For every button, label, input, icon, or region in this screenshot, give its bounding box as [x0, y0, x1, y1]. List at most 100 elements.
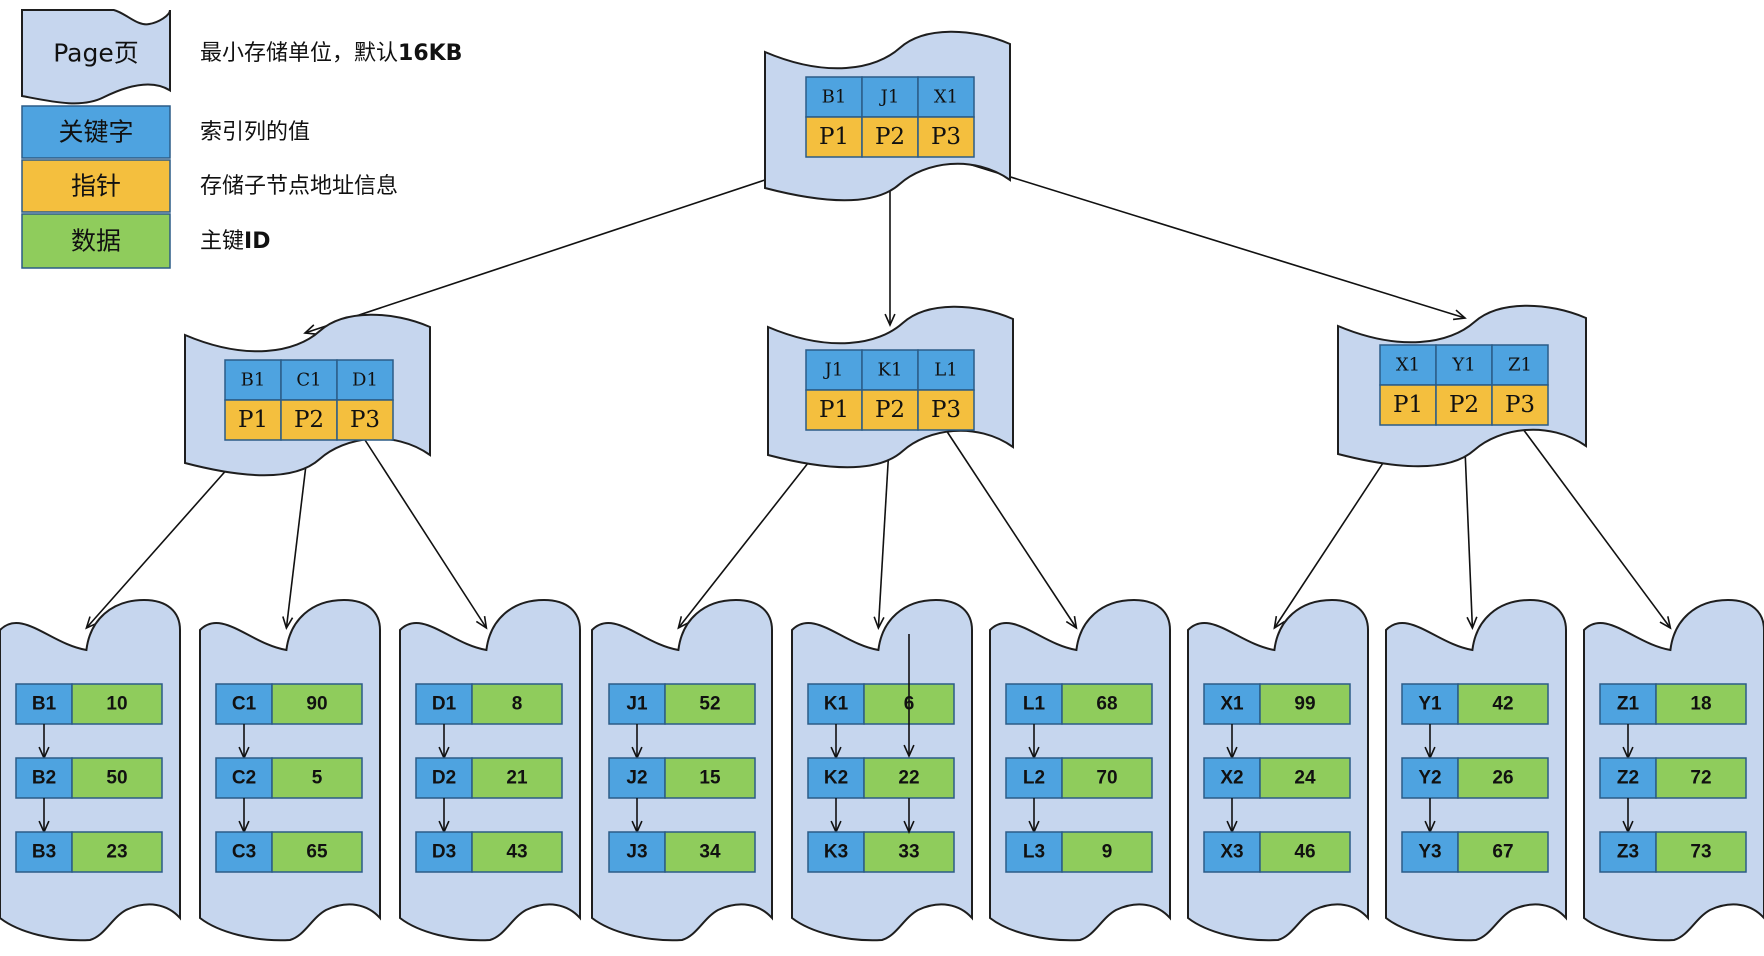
- legend-desc-text: 主键: [200, 229, 244, 254]
- pointer-label: P1: [1393, 392, 1423, 418]
- legend-data-label: 数据: [71, 227, 121, 256]
- leaf-key-cell: [15, 757, 73, 799]
- leaf-key-label: X2: [1220, 768, 1243, 789]
- legend-page-label: Page页: [53, 39, 139, 68]
- leaf-value-cell: [71, 757, 163, 799]
- key-label: D1: [352, 370, 378, 391]
- key-label: X1: [1396, 355, 1420, 376]
- leaf-value-label: 5: [312, 768, 323, 789]
- legend-ptr-label: 指针: [71, 172, 121, 201]
- legend-desc-text: 索引列的值: [200, 120, 310, 145]
- key-label: J1: [823, 360, 844, 381]
- key-cell: [861, 76, 919, 118]
- key-cell: [280, 359, 338, 401]
- leaf-key-label: D3: [432, 842, 456, 863]
- leaf-value-cell: [1655, 831, 1747, 873]
- leaf-key-cell: [415, 757, 473, 799]
- legend-key-swatch: [21, 105, 171, 159]
- key-label: K1: [878, 360, 903, 381]
- leaf-key-cell: [15, 683, 73, 725]
- leaf-value-label: 9: [1102, 842, 1113, 863]
- edge-root-to-internal-3: [945, 156, 1467, 321]
- tree-nodes: B1P1J1P2X1P3B1P1C1P2D1P3J1P1K1P2L1P3X1P1…: [0, 30, 1764, 942]
- leaf-key-cell: [608, 683, 666, 725]
- leaf-key-label: J2: [626, 768, 647, 789]
- leaf-value-label: 21: [506, 768, 528, 789]
- leaf-key-cell: [1005, 831, 1063, 873]
- pointer-cell: [805, 116, 863, 158]
- leaf-key-label: K2: [824, 768, 848, 789]
- pointer-label: P3: [350, 407, 380, 433]
- pointer-cell: [861, 389, 919, 431]
- pointer-label: P3: [1505, 392, 1535, 418]
- legend-key-label: 关键字: [58, 118, 133, 147]
- leaf-value-cell: [664, 831, 756, 873]
- leaf-key-cell: [215, 831, 273, 873]
- leaf-key-label: Y1: [1418, 694, 1442, 715]
- leaf-key-cell: [15, 831, 73, 873]
- leaf-key-cell: [215, 683, 273, 725]
- key-label: B1: [241, 370, 266, 391]
- value-link-arrow: [903, 798, 915, 834]
- leaf-key-label: J3: [626, 842, 647, 863]
- pointer-label: P1: [819, 124, 849, 150]
- legend-item-key: 关键字 索引列的值: [21, 105, 310, 159]
- leaf-value-label: 22: [898, 768, 919, 789]
- leaf-value-cell: [1259, 831, 1351, 873]
- leaf-value-label: 18: [1690, 694, 1711, 715]
- leaf-value-label: 34: [699, 842, 721, 863]
- leaf-value-cell: [1259, 683, 1351, 725]
- leaf-value-label: 43: [506, 842, 527, 863]
- leaf-key-label: B1: [32, 694, 57, 715]
- leaf-key-label: L1: [1023, 694, 1046, 715]
- pointer-cell: [917, 116, 975, 158]
- leaf-value-cell: [271, 757, 363, 799]
- leaf-value-label: 73: [1690, 842, 1711, 863]
- leaf-key-cell: [1599, 831, 1657, 873]
- leaf-key-label: C3: [232, 842, 256, 863]
- edge-internal-2-to-leaf-5: [873, 429, 891, 630]
- leaf-key-label: L3: [1023, 842, 1045, 863]
- leaf-value-label: 24: [1294, 768, 1316, 789]
- leaf-value-cell: [1457, 757, 1549, 799]
- leaf-value-cell: [1061, 683, 1153, 725]
- legend-key-description: 索引列的值: [200, 120, 310, 145]
- leaf-value-cell: [471, 831, 563, 873]
- edge-internal-1-to-leaf-2: [282, 439, 310, 630]
- leaf-key-cell: [1401, 831, 1459, 873]
- leaf-value-label: 52: [699, 694, 720, 715]
- leaf-key-cell: [1203, 757, 1261, 799]
- key-cell: [917, 76, 975, 118]
- pointer-label: P3: [931, 397, 961, 423]
- legend-data-description: 主键ID: [200, 229, 270, 254]
- legend-page-description: 最小存储单位，默认16KB: [200, 41, 462, 66]
- pointer-label: P1: [238, 407, 268, 433]
- leaf-value-label: 50: [106, 768, 127, 789]
- pointer-label: P2: [875, 124, 905, 150]
- leaf-value-label: 65: [306, 842, 328, 863]
- legend-desc-bold: ID: [244, 229, 270, 254]
- leaf-key-label: L2: [1023, 768, 1045, 789]
- leaf-value-cell: [1457, 831, 1549, 873]
- leaf-value-label: 15: [699, 768, 721, 789]
- leaf-key-label: C2: [232, 768, 256, 789]
- leaf-value-label: 46: [1294, 842, 1315, 863]
- key-label: Z1: [1508, 355, 1532, 376]
- leaf-value-cell: [1655, 683, 1747, 725]
- leaf-key-label: Z1: [1617, 694, 1640, 715]
- legend-desc-text: 最小存储单位，默认: [200, 41, 398, 66]
- edge-internal-2-to-leaf-6: [945, 429, 1078, 630]
- legend-desc-bold: 16KB: [398, 41, 462, 66]
- leaf-key-cell: [1005, 683, 1063, 725]
- leaf-value-cell: [664, 683, 756, 725]
- leaf-value-cell: [471, 757, 563, 799]
